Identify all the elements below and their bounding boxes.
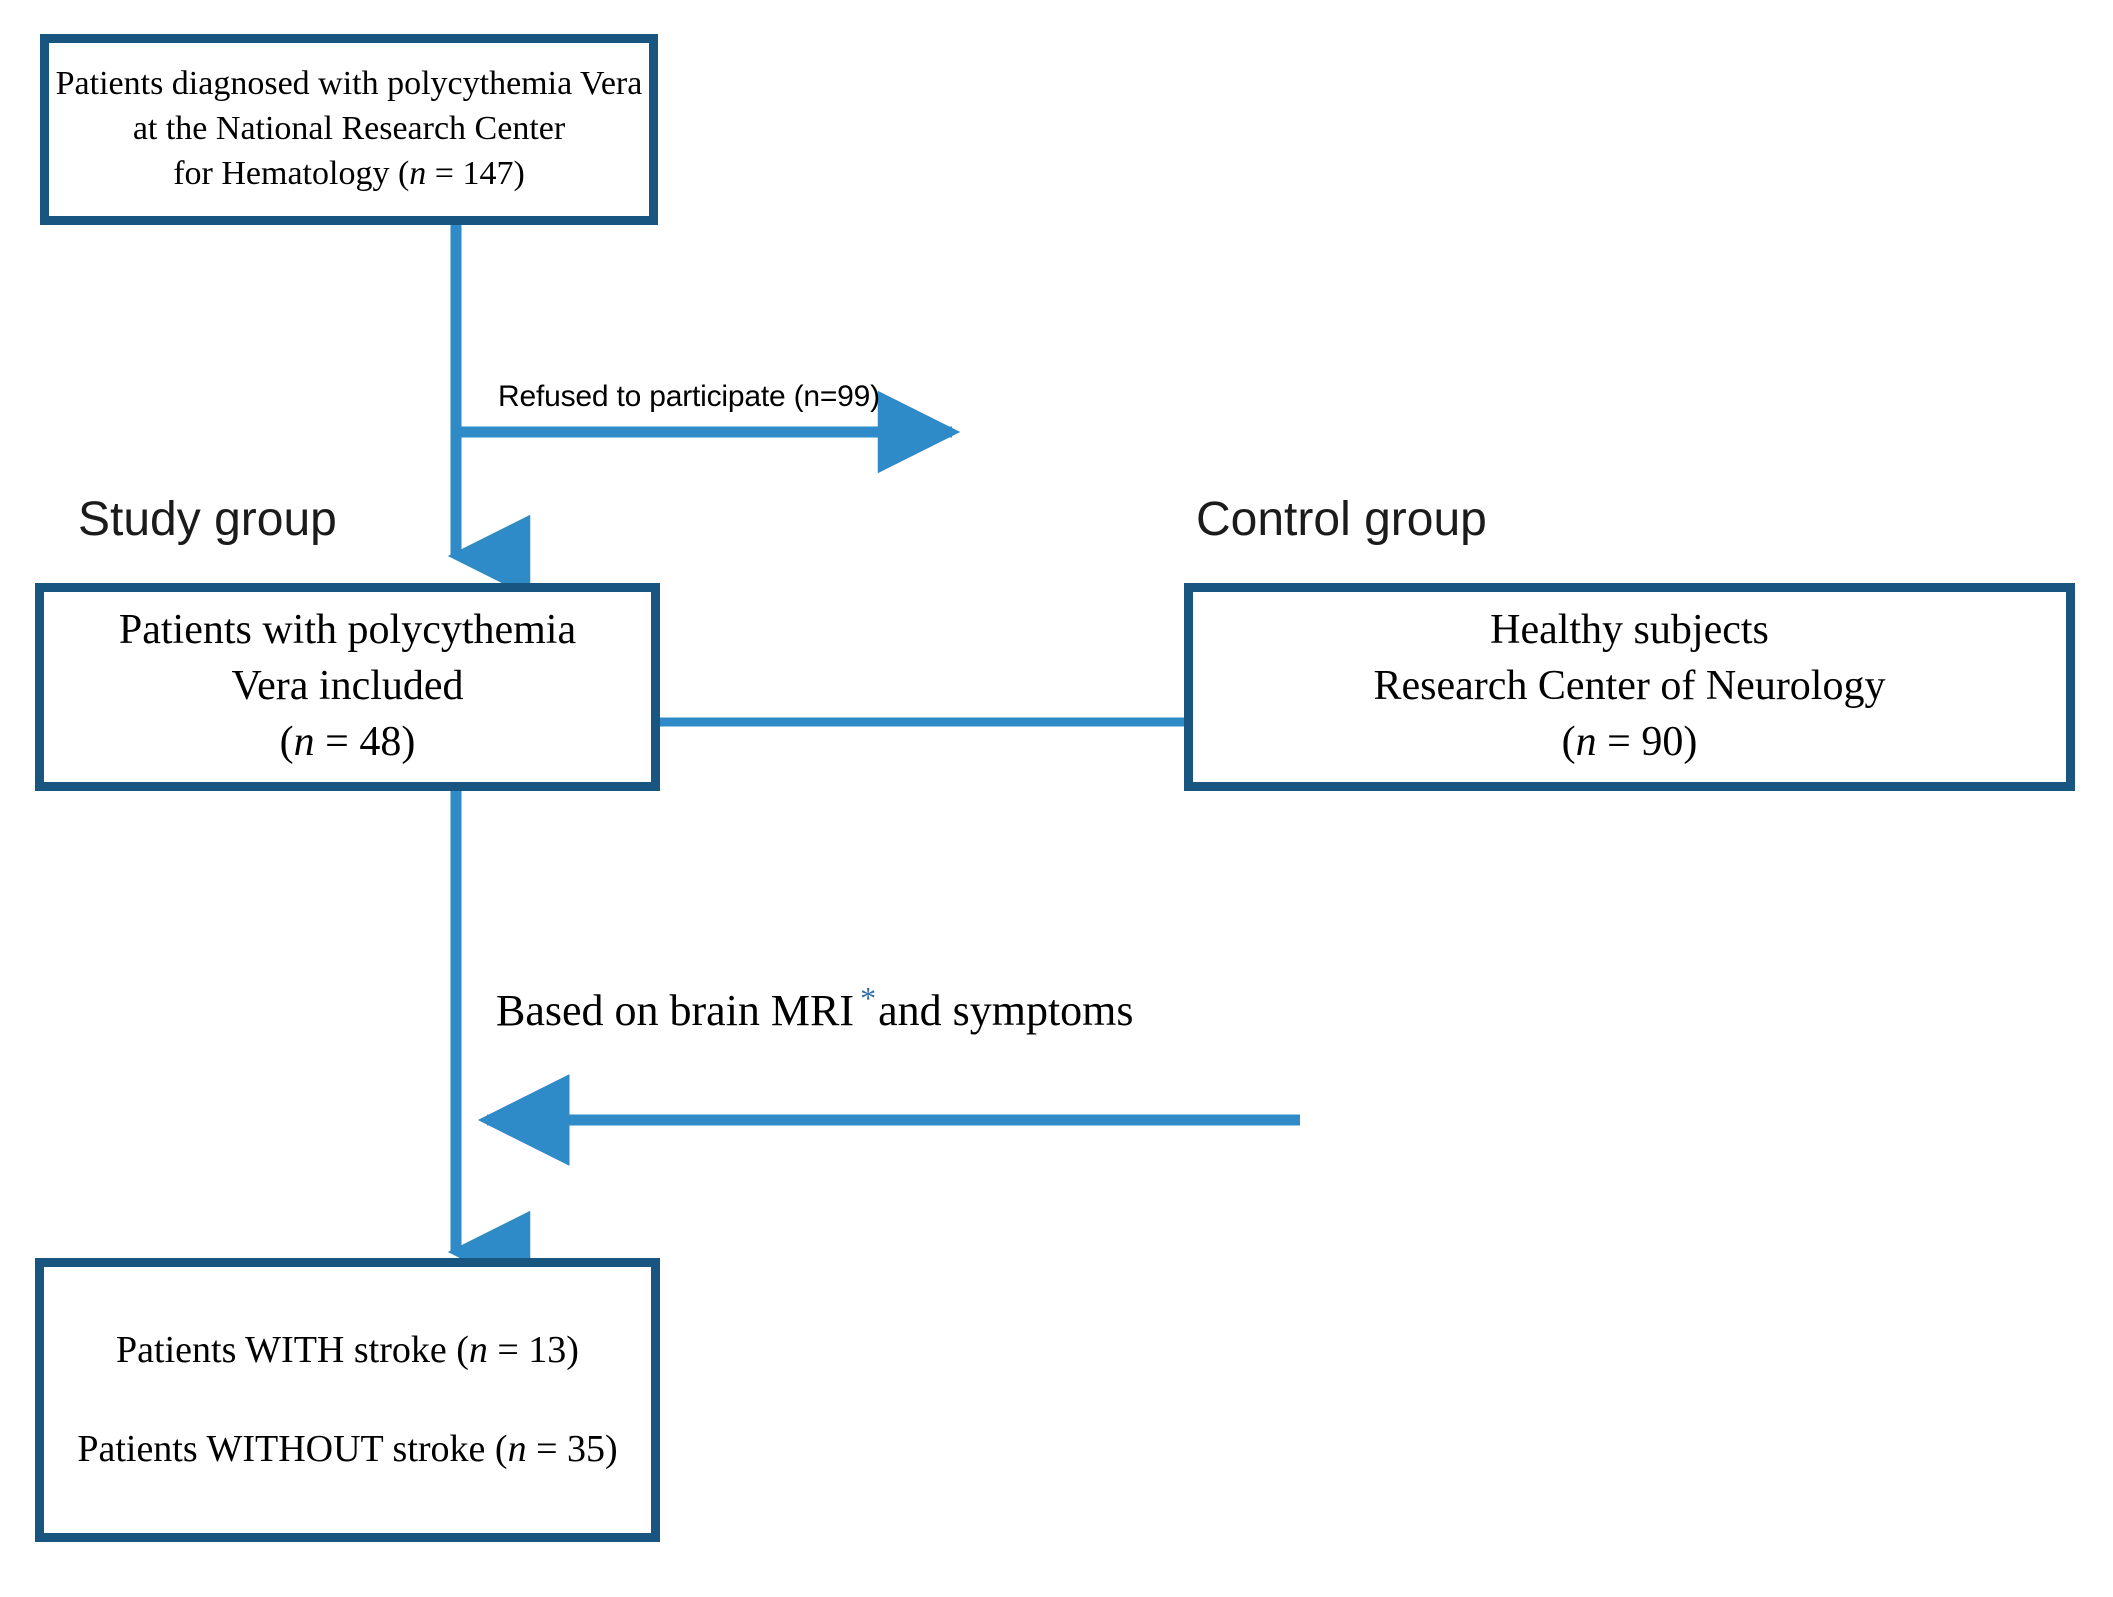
source-line-2: at the National Research Center [132, 110, 566, 148]
control-line-3: (n = 90) [1561, 718, 1698, 765]
study-group-caption: Study group [78, 493, 337, 546]
mri-label-suffix: and symptoms [878, 986, 1134, 1035]
outcome-line-without-stroke: Patients WITHOUT stroke (n = 35) [77, 1427, 618, 1470]
asterisk-icon: * [860, 980, 877, 1017]
mri-label-prefix: Based on brain MRI [496, 986, 855, 1035]
refused-to-participate-label: Refused to participate (n=99) [498, 380, 880, 413]
source-line-3: for Hematology (n = 147) [173, 154, 525, 192]
source-line-1: Patients diagnosed with polycythemia Ver… [55, 65, 643, 103]
study-line-2: Vera included [231, 663, 464, 710]
study-line-3: (n = 48) [279, 718, 416, 765]
mri-criteria-label: Based on brain MRI*and symptoms [496, 982, 1134, 1036]
control-line-2: Research Center of Neurology [1373, 663, 1886, 710]
outcome-line-with-stroke: Patients WITH stroke (n = 13) [116, 1328, 579, 1371]
control-line-1: Healthy subjects [1490, 607, 1769, 654]
study-line-1: Patients with polycythemia [118, 607, 577, 654]
outcome-box: Patients WITH stroke (n = 13) Patients W… [35, 1258, 660, 1542]
study-group-box: Patients with polycythemia Vera included… [35, 583, 660, 791]
control-group-box: Healthy subjects Research Center of Neur… [1184, 583, 2075, 791]
control-group-caption: Control group [1196, 493, 1487, 546]
source-population-box: Patients diagnosed with polycythemia Ver… [40, 34, 658, 225]
